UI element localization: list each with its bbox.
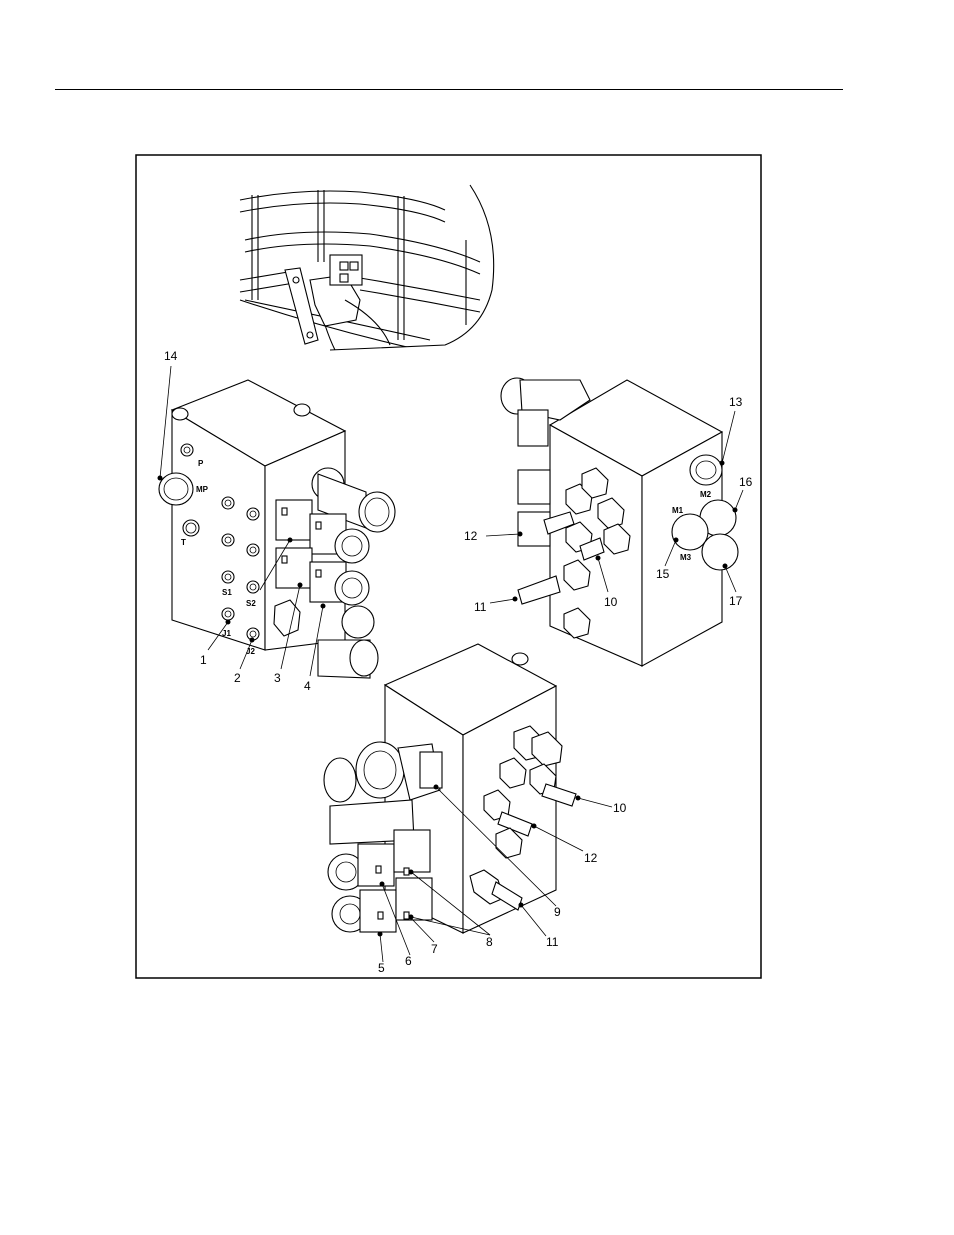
callout-2: 2 [234,671,241,685]
callout-6: 6 [405,954,412,968]
port-mark-s1: S1 [222,588,232,597]
port-mark-mp: MP [196,485,209,494]
port-mark-t: T [181,538,186,547]
port-mark-m3: M3 [680,553,692,562]
callout-10-right: 10 [604,595,618,609]
left-valve-block: P MP T S1 S2 J1 J2 [159,380,395,678]
callout-7: 7 [431,942,438,956]
right-valve-block: M2 M1 M3 [501,378,738,666]
port-mark-s2: S2 [246,599,256,608]
callout-16: 16 [739,475,753,489]
port-mark-m1: M1 [672,506,684,515]
callout-17: 17 [729,594,743,608]
callout-10-bottom: 10 [613,801,627,815]
port-mark-j1: J1 [222,629,231,638]
callout-15: 15 [656,567,670,581]
callout-3: 3 [274,671,281,685]
callout-5: 5 [378,961,385,975]
callout-8: 8 [486,935,493,949]
port-mark-p: P [198,459,204,468]
callout-11-right: 11 [474,600,487,614]
callout-9: 9 [554,905,561,919]
bottom-valve-block [324,644,576,933]
callout-13: 13 [729,395,743,409]
callout-11-bottom: 11 [546,935,559,949]
callout-12-right: 12 [464,529,478,543]
platform-inset [240,185,494,350]
callout-1: 1 [200,653,207,667]
callout-14: 14 [164,349,178,363]
callout-4: 4 [304,679,311,693]
port-mark-m2: M2 [700,490,712,499]
callout-12-bottom: 12 [584,851,598,865]
